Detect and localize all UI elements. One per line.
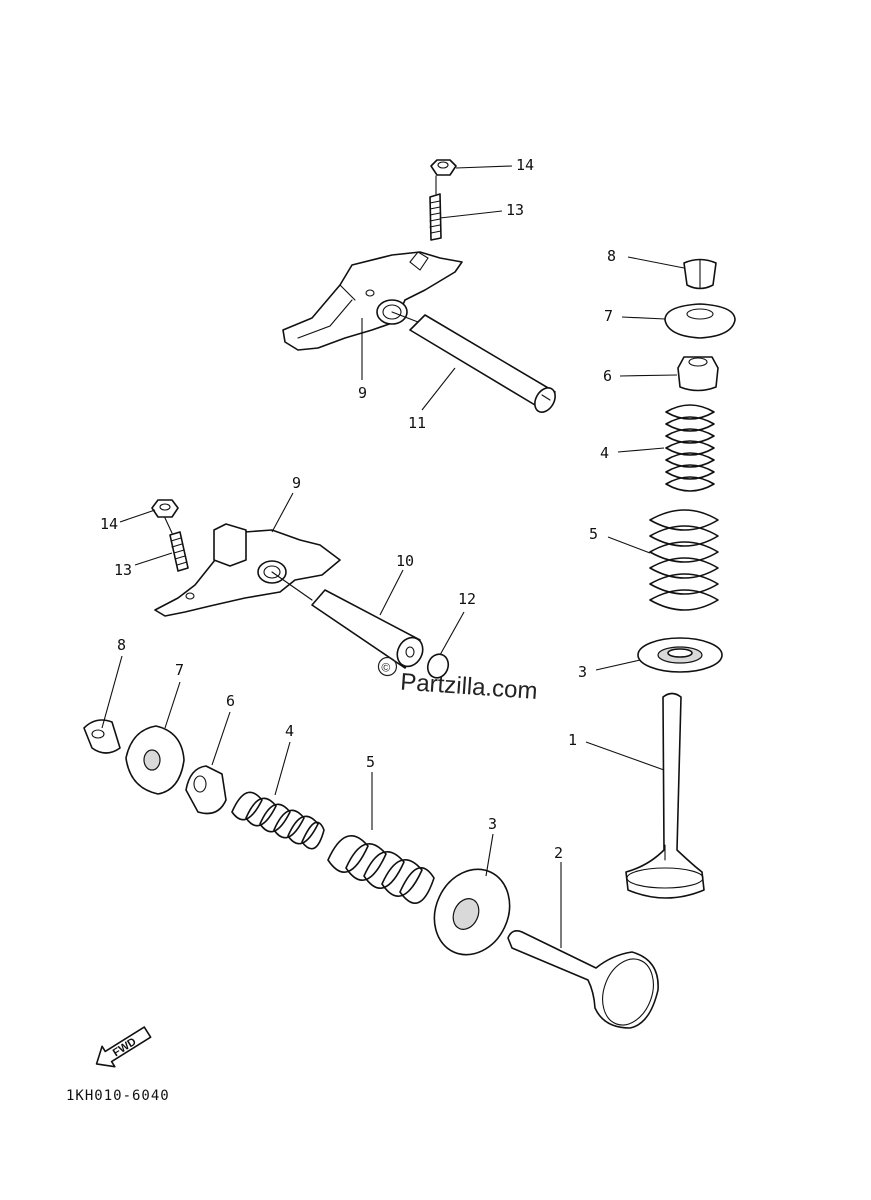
callout-3-right: 3 <box>578 663 587 681</box>
callout-4-left: 4 <box>285 722 294 740</box>
callout-7-right: 7 <box>604 307 613 325</box>
callout-9-left: 9 <box>292 474 301 492</box>
callout-8-left: 8 <box>117 636 126 654</box>
callout-5-left: 5 <box>366 753 375 771</box>
valve-stem-seal-6-left <box>185 765 227 815</box>
callout-6-right: 6 <box>603 367 612 385</box>
spring-retainer-7-left <box>125 725 185 795</box>
diagram-code: 1KH010-6040 <box>66 1088 170 1104</box>
callout-13-left: 13 <box>114 561 132 579</box>
valve-1 <box>625 692 705 899</box>
callout-11: 11 <box>408 414 426 432</box>
callout-2: 2 <box>554 844 563 862</box>
valve-stem-seal-6-right <box>677 356 719 392</box>
callout-6-left: 6 <box>226 692 235 710</box>
callout-9-top: 9 <box>358 384 367 402</box>
forward-arrow-icon: FWD <box>95 1026 152 1068</box>
callout-4-right: 4 <box>600 444 609 462</box>
leader-lines <box>101 165 685 948</box>
adjuster-screw-13-top <box>429 175 442 241</box>
callout-8-right: 8 <box>607 247 616 265</box>
callout-10: 10 <box>396 552 414 570</box>
outer-spring-5-right <box>649 509 719 611</box>
inner-spring-4-left <box>231 791 325 850</box>
callout-14-top: 14 <box>516 156 534 174</box>
o-ring-12 <box>426 653 450 679</box>
callout-5-right: 5 <box>589 525 598 543</box>
callout-12: 12 <box>458 590 476 608</box>
valve-2 <box>507 930 659 1029</box>
outer-spring-5-left <box>327 835 435 904</box>
valve-cotter-8-right <box>683 258 717 290</box>
nut-14-top <box>430 159 457 176</box>
inner-spring-4-right <box>665 404 715 492</box>
valve-cotter-8-left <box>83 719 121 754</box>
rocker-shaft-11 <box>391 311 556 413</box>
callout-1: 1 <box>568 731 577 749</box>
nut-14-left <box>151 499 179 518</box>
callout-13-top: 13 <box>506 201 524 219</box>
spring-retainer-7-right <box>664 303 736 339</box>
adjuster-screw-13-left <box>164 517 189 572</box>
callout-7-left: 7 <box>175 661 184 679</box>
callout-14-left: 14 <box>100 515 118 533</box>
watermark-copyright-symbol: © <box>381 660 391 675</box>
spring-seat-3-right <box>637 637 723 673</box>
watermark-text: Partzilla.com <box>399 669 538 706</box>
spring-seat-3-left <box>433 868 511 956</box>
callout-3-left: 3 <box>488 815 497 833</box>
rocker-shaft-10 <box>271 571 424 669</box>
